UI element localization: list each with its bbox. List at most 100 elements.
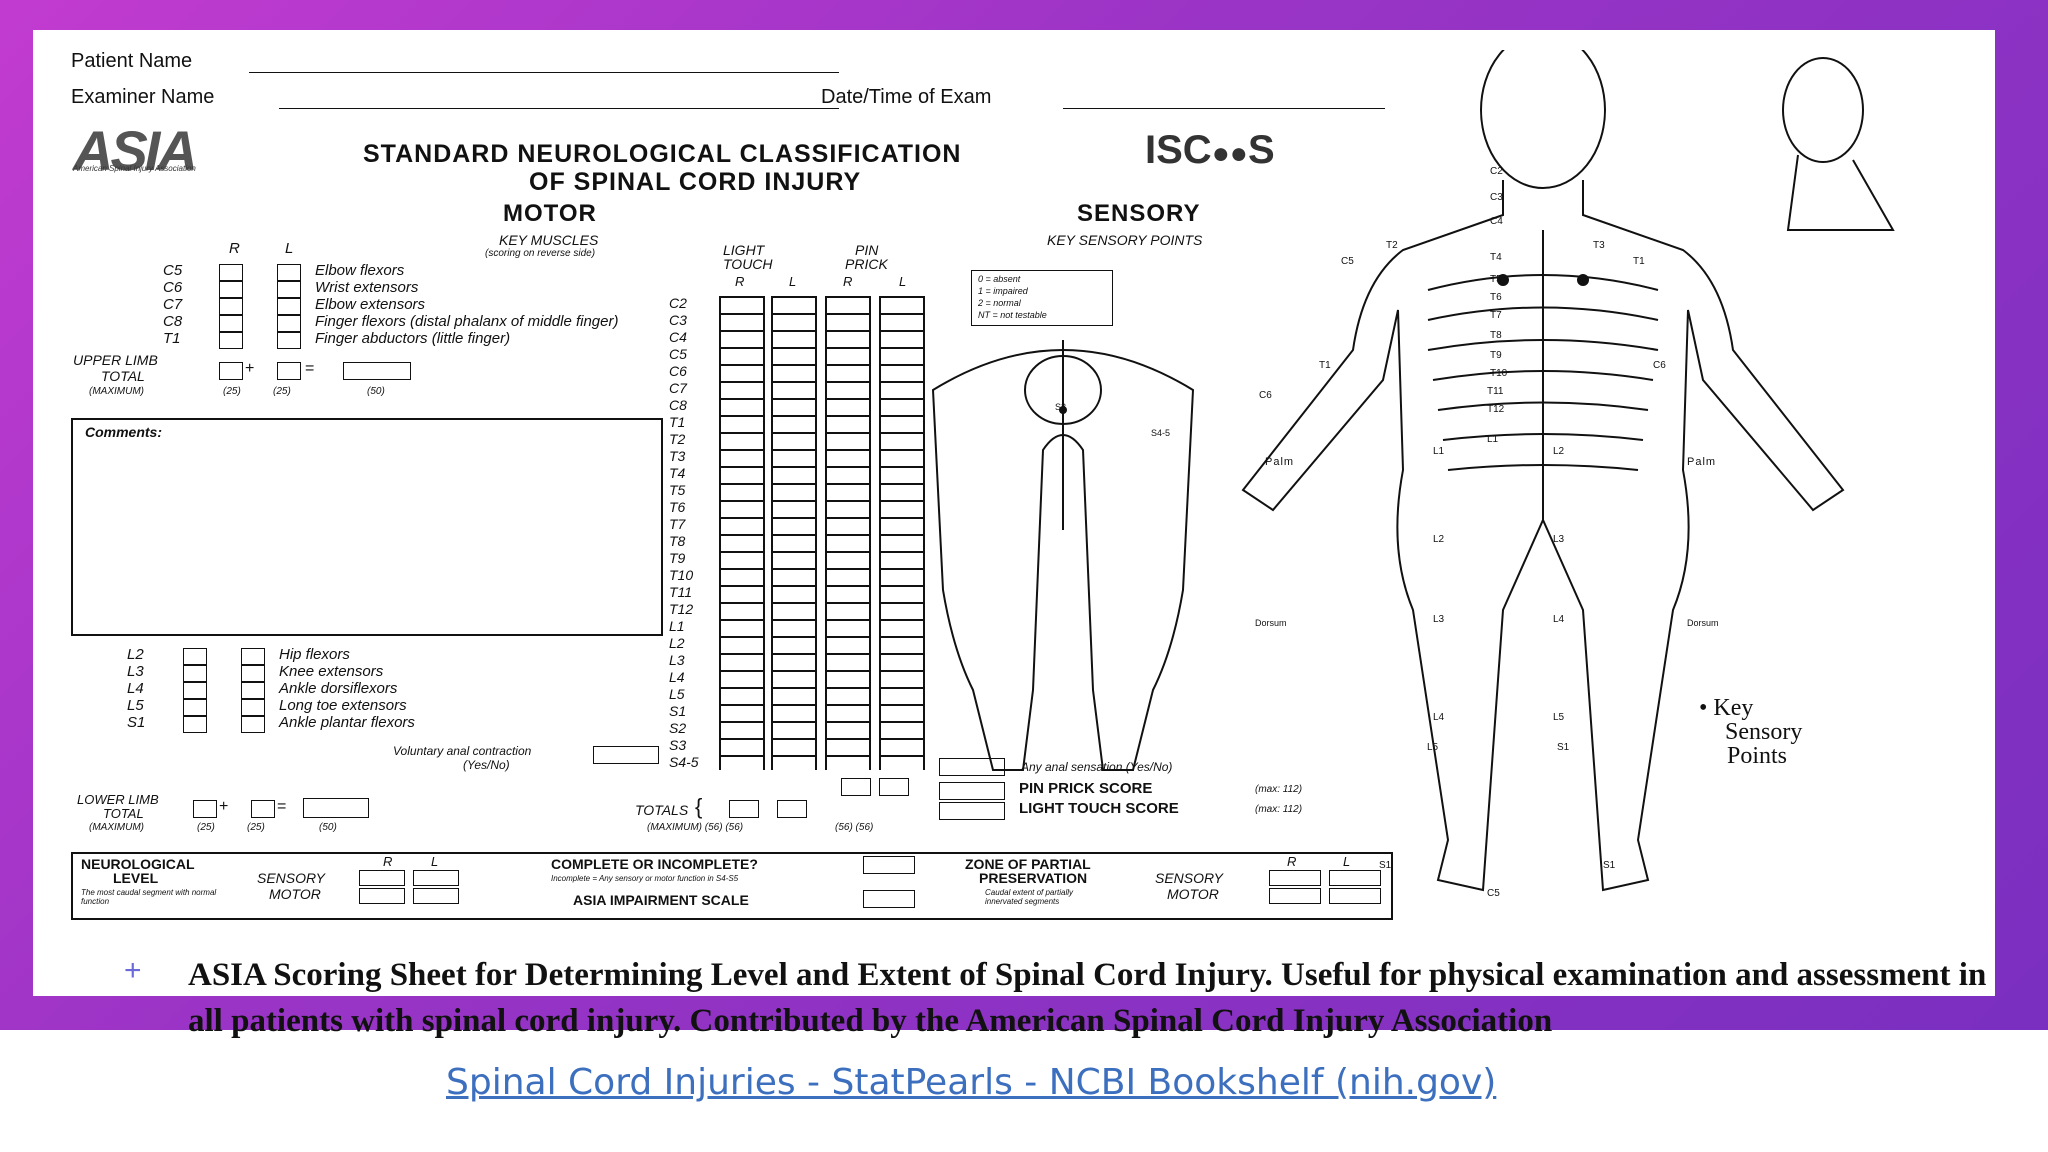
- zone-motor-l-box[interactable]: [1329, 888, 1381, 904]
- motor-r-box[interactable]: [219, 332, 243, 349]
- pin-prick-label2: PRICK: [845, 256, 888, 272]
- sensory-level-label: S3: [669, 737, 687, 753]
- light-touch-r-column[interactable]: [719, 296, 765, 770]
- palm-label-right: Palm: [1687, 456, 1717, 468]
- zone-l-header: L: [1343, 854, 1351, 869]
- asia-impairment-scale-box[interactable]: [863, 890, 915, 908]
- complete-incomplete-box[interactable]: [863, 856, 915, 874]
- perineal-dermatome-diagram: [931, 340, 1195, 771]
- neuro-l-header: L: [431, 854, 439, 869]
- anal-sensation-box[interactable]: [939, 758, 1005, 776]
- neuro-motor-r-box[interactable]: [359, 888, 405, 904]
- pin-prick-score-box[interactable]: [939, 782, 1005, 800]
- motor-level-label: C6: [163, 279, 183, 296]
- motor-level-label: S1: [127, 714, 146, 731]
- motor-r-box[interactable]: [183, 665, 207, 682]
- motor-l-box[interactable]: [277, 315, 301, 332]
- motor-l-box[interactable]: [241, 648, 265, 665]
- lower-total-l-box[interactable]: [251, 800, 275, 818]
- legend-line: 2 = normal: [978, 298, 1021, 308]
- motor-r-box[interactable]: [183, 699, 207, 716]
- dermatome-label: L2: [1553, 446, 1565, 457]
- source-link[interactable]: Spinal Cord Injuries - StatPearls - NCBI…: [446, 1062, 1497, 1103]
- motor-l-box[interactable]: [241, 699, 265, 716]
- dermatome-label: C6: [1259, 390, 1272, 401]
- dermatome-label: L4: [1553, 614, 1565, 625]
- pin-prick-max: (max: 112): [1255, 784, 1303, 795]
- lmax-25-a: (25): [197, 822, 215, 833]
- sensory-level-label: T7: [669, 516, 686, 532]
- neuro-sensory-l-box[interactable]: [413, 870, 459, 886]
- key-muscles-label: KEY MUSCLES: [499, 232, 599, 248]
- lmax-50: (50): [319, 822, 337, 833]
- lt-total-l-box[interactable]: [777, 800, 807, 818]
- motor-r-box[interactable]: [183, 682, 207, 699]
- dorsum-label-left: Dorsum: [1255, 618, 1287, 628]
- zone-motor-label: MOTOR: [1167, 886, 1219, 902]
- sensory-level-label: L5: [669, 686, 685, 702]
- examiner-name-label: Examiner Name: [71, 86, 215, 108]
- motor-level-label: L2: [127, 646, 144, 663]
- plus-sign-2: +: [219, 798, 229, 815]
- upper-total-sum-box[interactable]: [343, 362, 411, 380]
- sensory-level-label: C4: [669, 329, 687, 345]
- s3-label: S3: [1055, 402, 1067, 412]
- dermatome-label: T1: [1319, 360, 1331, 371]
- motor-r-box[interactable]: [219, 281, 243, 298]
- neuro-motor-l-box[interactable]: [413, 888, 459, 904]
- motor-l-box[interactable]: [277, 264, 301, 281]
- lower-limb-maximum: (MAXIMUM): [89, 822, 144, 833]
- motor-l-box[interactable]: [241, 716, 265, 733]
- comments-box[interactable]: Comments:: [71, 418, 663, 636]
- dermatome-label: C3: [1490, 192, 1503, 203]
- motor-l-box[interactable]: [277, 332, 301, 349]
- light-touch-label1: LIGHT: [723, 242, 765, 258]
- upper-total-l-box[interactable]: [277, 362, 301, 380]
- motor-r-box[interactable]: [219, 298, 243, 315]
- anal-contraction-box[interactable]: [593, 746, 659, 764]
- motor-level-label: C5: [163, 262, 183, 279]
- sensory-level-label: L3: [669, 652, 685, 668]
- motor-r-box[interactable]: [219, 315, 243, 332]
- sensory-level-label: C2: [669, 295, 687, 311]
- muscle-name: Long toe extensors: [279, 697, 407, 714]
- dermatome-label: T8: [1490, 330, 1502, 341]
- motor-r-box[interactable]: [219, 264, 243, 281]
- light-touch-score-box[interactable]: [939, 802, 1005, 820]
- max-25-a: (25): [223, 386, 241, 397]
- motor-l-box[interactable]: [241, 682, 265, 699]
- light-touch-l-column[interactable]: [771, 296, 817, 770]
- pp-total-r-box[interactable]: [841, 778, 871, 796]
- neuro-level-note: The most caudal segment with normal func…: [81, 888, 217, 906]
- lower-total-r-box[interactable]: [193, 800, 217, 818]
- complete-incomplete-note: Incomplete = Any sensory or motor functi…: [551, 874, 739, 883]
- zone-sensory-r-box[interactable]: [1269, 870, 1321, 886]
- pin-prick-r-column[interactable]: [825, 296, 871, 770]
- sensory-level-label: T12: [669, 601, 694, 617]
- motor-r-box[interactable]: [183, 648, 207, 665]
- zone-sensory-l-box[interactable]: [1329, 870, 1381, 886]
- pp-total-l-box[interactable]: [879, 778, 909, 796]
- upper-total-r-box[interactable]: [219, 362, 243, 380]
- comments-label: Comments:: [85, 424, 163, 440]
- zone-r-header: R: [1287, 854, 1297, 869]
- complete-incomplete-label: COMPLETE OR INCOMPLETE?: [551, 856, 758, 872]
- dermatome-label: L2: [1433, 534, 1445, 545]
- lt-total-r-box[interactable]: [729, 800, 759, 818]
- lower-total-sum-box[interactable]: [303, 798, 369, 818]
- motor-l-box[interactable]: [277, 298, 301, 315]
- motor-l-box[interactable]: [277, 281, 301, 298]
- sensory-heading: SENSORY: [1077, 200, 1201, 227]
- pin-prick-l-column[interactable]: [879, 296, 925, 770]
- totals-label: TOTALS: [635, 802, 689, 818]
- zone-motor-r-box[interactable]: [1269, 888, 1321, 904]
- lt-l-header: L: [789, 274, 797, 289]
- motor-r-box[interactable]: [183, 716, 207, 733]
- totals-brace-icon: {: [695, 794, 703, 819]
- motor-l-box[interactable]: [241, 665, 265, 682]
- legend-line: 1 = impaired: [978, 286, 1028, 296]
- neuro-sensory-r-box[interactable]: [359, 870, 405, 886]
- neuro-motor-label: MOTOR: [269, 886, 321, 902]
- slide-footer-area: [0, 1030, 2048, 1152]
- totals-maximum: (MAXIMUM) (56) (56): [647, 822, 744, 833]
